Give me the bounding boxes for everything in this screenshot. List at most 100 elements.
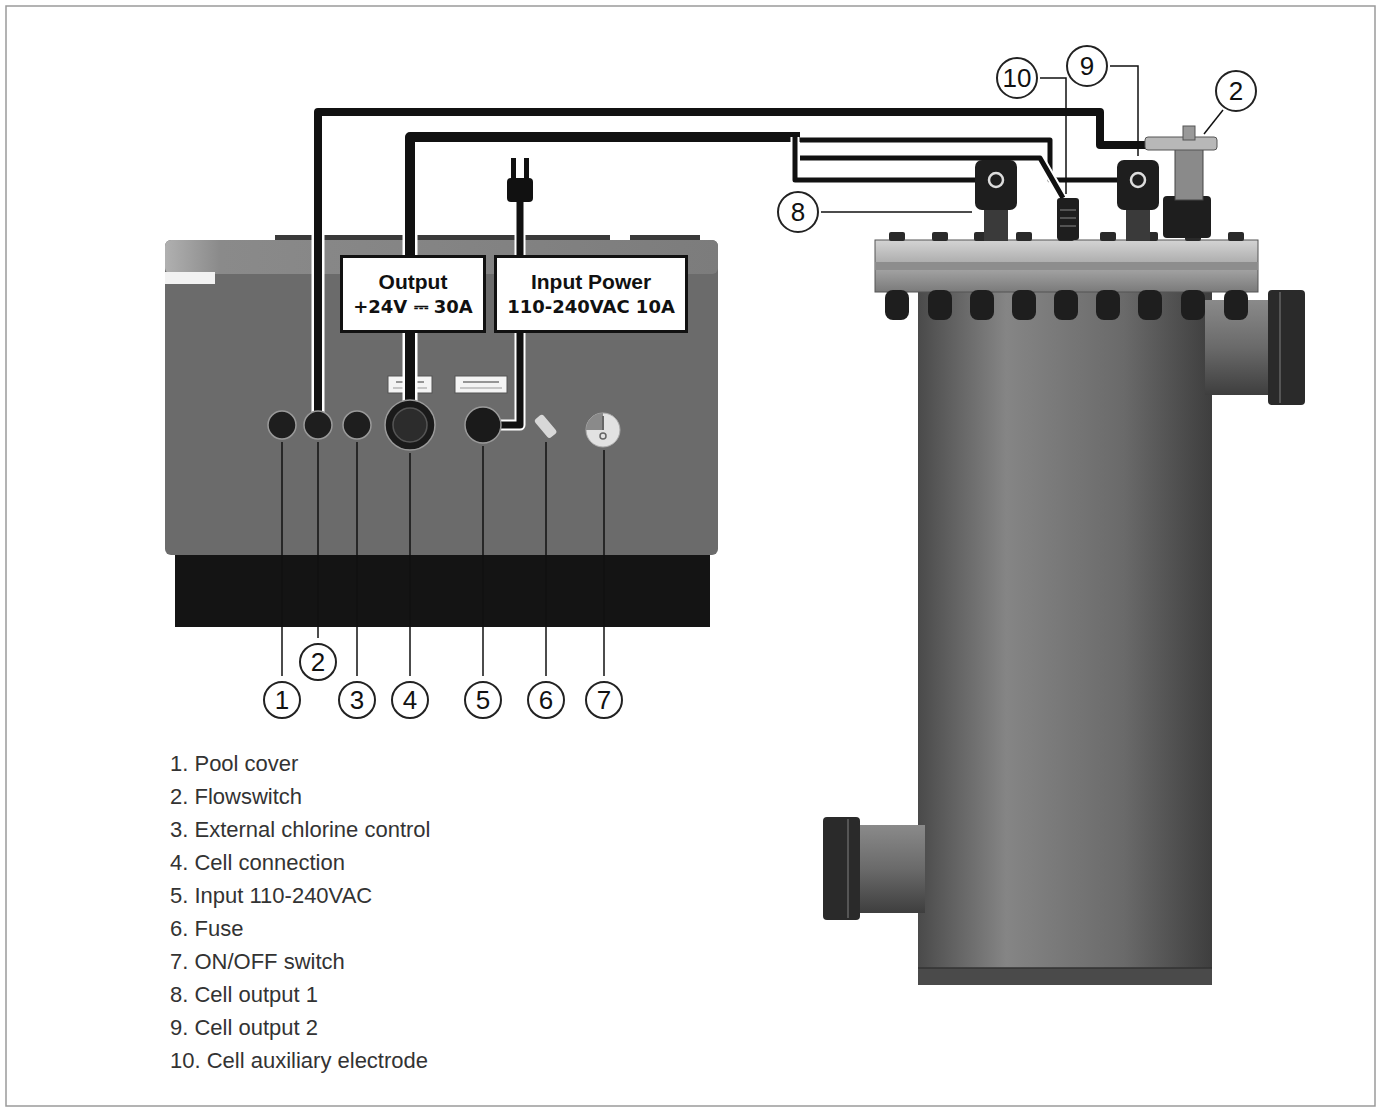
rating-text: Output [353,269,473,295]
callout-number: 7 [585,681,623,719]
leader-line [281,442,283,676]
flange-bolt [1100,232,1116,241]
cell-terminal [975,160,1159,241]
legend-list-item: 2. Flowswitch [170,784,302,810]
auxiliary-electrode [1060,217,1076,219]
electrolysis-cell [1268,290,1305,405]
auxiliary-electrode [1057,198,1079,240]
legend-list-item: 7. ON/OFF switch [170,949,345,975]
electrolysis-cell [823,290,1305,985]
power-plug [511,158,516,180]
controller-housing [165,240,718,555]
auxiliary-electrode [1060,225,1076,227]
flange-bolt [1096,290,1120,320]
leader-line [356,442,358,676]
callout-number-text: 10 [1003,63,1032,94]
panel-connector [268,400,501,450]
flange-bolt [889,232,905,241]
panel-connector [343,411,371,439]
controller-housing [165,235,718,627]
callout-number: 5 [464,681,502,719]
electrolysis-cell [855,825,925,913]
legend-list-item: 9. Cell output 2 [170,1015,318,1041]
panel-connector [268,411,296,439]
leader-line [282,442,604,676]
power-switch [600,433,606,439]
leader-line [317,442,319,638]
flange-bolt [1228,232,1244,241]
flange-bolt [928,290,952,320]
callout-number: 2 [299,643,337,681]
rating-text: 110-240VAC 10A [507,295,675,319]
callout-number-text: 5 [476,685,490,716]
cell-terminal [989,173,1003,187]
cable [800,158,1063,198]
legend-list-item: 10. Cell auxiliary electrode [170,1048,428,1074]
callout-number: 1 [263,681,301,719]
callout-number-text: 3 [350,685,364,716]
flange-bolt [970,290,994,320]
electrolysis-cell [918,968,1212,985]
cell-terminal [975,160,1017,210]
callout-number: 8 [777,191,819,233]
legend-list-item: 8. Cell output 1 [170,982,318,1008]
input-rating-box: Input Power110-240VAC 10A [494,255,688,333]
callout-number: 10 [996,57,1038,99]
leader-line [821,211,972,213]
leader-line [1110,66,1138,156]
leader-line [545,442,547,676]
connector-tag [463,381,499,383]
cell-terminal [1117,160,1159,210]
electrolysis-cell [918,967,1212,969]
flange-bolt [1054,290,1078,320]
callout-number: 3 [338,681,376,719]
power-switch [586,413,603,430]
callout-number-text: 7 [597,685,611,716]
legend-list-item: 4. Cell connection [170,850,345,876]
connector-tag [460,388,502,389]
auxiliary-electrode [1060,209,1076,211]
power-plug [507,178,533,202]
legend-list-item: 3. External chlorine control [170,817,430,843]
legend-list-item: 5. Input 110-240VAC [170,883,372,909]
flow-switch [1145,137,1217,150]
callout-number-text: 4 [403,685,417,716]
cell-flange [875,240,1258,292]
connector-tag [455,376,507,393]
callout-number-text: 6 [539,685,553,716]
callout-number-text: 2 [311,647,325,678]
power-plug [507,158,533,202]
leader-line [482,446,484,676]
power-plug [524,158,529,180]
leader-line [1040,78,1066,194]
flow-switch [1175,145,1203,200]
power-switch [586,413,620,447]
callout-number: 2 [1215,70,1257,112]
leader-line [603,450,605,676]
panel-connector [393,408,427,442]
flange-bolt [1016,232,1032,241]
callout-number-text: 1 [275,685,289,716]
flow-switch [1145,126,1217,238]
cell-terminal [984,205,1008,241]
flange-bolt [885,232,1248,320]
controller-housing [165,272,215,284]
flow-switch [1183,126,1195,140]
cell-flange [875,240,1258,292]
electrolysis-cell [823,817,860,920]
callout-number-text: 2 [1229,76,1243,107]
callout-number-text: 8 [791,197,805,228]
rating-text: Input Power [507,269,675,295]
panel-connector [465,407,501,443]
callout-number: 9 [1066,45,1108,87]
legend-list-item: 6. Fuse [170,916,243,942]
cell-terminal [1131,173,1145,187]
output-rating-box: Output+24V ⎓ 30A [340,255,486,333]
flange-bolt [932,232,948,241]
flange-bolt [1181,290,1205,320]
callout-number: 6 [527,681,565,719]
cell-flange [875,262,1258,270]
